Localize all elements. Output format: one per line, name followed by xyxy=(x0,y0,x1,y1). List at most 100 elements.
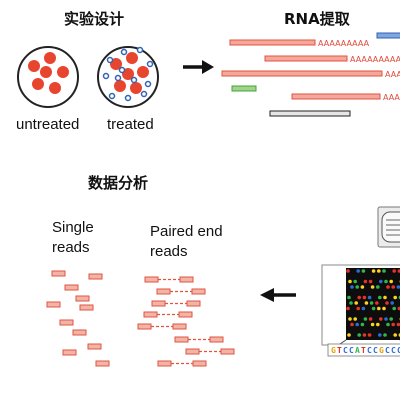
cluster-dot xyxy=(355,285,360,289)
single-read xyxy=(59,319,74,326)
cluster-dot xyxy=(376,285,380,289)
cluster-dot xyxy=(350,285,354,289)
cluster-dot xyxy=(377,269,381,273)
cluster-dot xyxy=(375,301,379,305)
sequencing-image-icon: GTCCATCCGCCCT xyxy=(321,264,400,357)
cluster-dot xyxy=(363,317,368,321)
cell xyxy=(49,82,61,94)
single-read xyxy=(87,343,102,350)
cell xyxy=(44,52,56,64)
untreated-dish xyxy=(17,46,79,108)
cluster-dot xyxy=(353,279,358,284)
cluster-dot xyxy=(396,322,400,327)
sequence-base: C xyxy=(373,346,378,355)
cluster-dot xyxy=(371,269,376,273)
polya-tail: AAAAAAAAA xyxy=(383,93,400,102)
cluster-dot xyxy=(396,285,400,289)
single-reads-label-line2: reads xyxy=(52,239,90,256)
treatment-dots xyxy=(102,46,154,102)
paired-read-left xyxy=(151,300,166,307)
cluster-dot xyxy=(350,322,354,327)
cluster-dot xyxy=(379,279,383,284)
cluster-dot xyxy=(360,322,365,327)
cluster-dot xyxy=(379,317,383,321)
cell xyxy=(28,60,40,72)
cluster-dot xyxy=(393,333,398,337)
cluster-dot xyxy=(356,306,361,311)
cluster-dot xyxy=(384,279,388,284)
mrna-fragment xyxy=(229,39,316,46)
experiment-design-title: 实验设计 xyxy=(64,10,124,28)
cluster-dot xyxy=(371,306,376,311)
cluster-dot xyxy=(349,301,353,305)
cluster-dot xyxy=(390,301,395,305)
cluster-dot xyxy=(369,301,374,305)
paired-read-right xyxy=(220,348,235,355)
cluster-dot xyxy=(389,317,394,321)
mrna-fragments xyxy=(221,32,400,117)
cluster-dot xyxy=(357,333,362,337)
cluster-dot xyxy=(362,333,367,337)
rna-extraction-title: RNA提取 xyxy=(284,10,351,28)
cluster-dot xyxy=(361,269,366,273)
cluster-dot xyxy=(348,279,352,284)
cluster-dot xyxy=(364,301,369,305)
cluster-dot xyxy=(361,306,366,311)
sequence-readout: GTCCATCCGCCCT xyxy=(331,346,400,355)
sequence-base: C xyxy=(397,346,400,355)
sequence-base: C xyxy=(343,346,348,355)
cluster-dot xyxy=(382,306,386,311)
single-read xyxy=(64,284,79,291)
treatment-dot xyxy=(120,48,128,56)
paired-read-right xyxy=(192,360,207,367)
cluster-dot xyxy=(354,301,359,305)
cluster-dot xyxy=(386,285,390,289)
paired-read-left xyxy=(144,276,159,283)
cluster-dot xyxy=(376,322,380,327)
cluster-dot xyxy=(385,301,389,305)
untreated-label: untreated xyxy=(16,116,79,133)
paired-read-left xyxy=(174,336,189,343)
cluster-dot xyxy=(378,333,382,337)
paired-end-reads xyxy=(137,276,235,367)
cell xyxy=(40,66,52,78)
cluster-dot xyxy=(368,279,373,284)
single-read xyxy=(51,270,66,277)
flow-cell-icon xyxy=(377,206,400,248)
cluster-dot xyxy=(346,306,350,311)
cell xyxy=(57,66,69,78)
cluster-dot xyxy=(389,279,394,284)
cluster-dot xyxy=(362,295,367,300)
single-reads xyxy=(46,270,110,367)
single-read xyxy=(62,349,77,356)
treatment-dot xyxy=(114,74,122,82)
treatment-dot xyxy=(140,90,148,98)
cluster-dot xyxy=(397,269,400,273)
cluster-dot xyxy=(391,322,396,327)
arrow-left-icon xyxy=(260,288,296,302)
cluster-dot xyxy=(392,306,397,311)
sequence-base: G xyxy=(379,346,384,355)
treatment-dot xyxy=(130,76,138,84)
treatment-dot xyxy=(136,46,144,54)
paired-read-right xyxy=(172,323,187,330)
cell xyxy=(137,66,149,78)
treatment-dot xyxy=(102,72,110,80)
cluster-dot xyxy=(383,295,387,300)
cell xyxy=(32,78,44,90)
cluster-dot xyxy=(363,279,368,284)
cluster-dot xyxy=(384,317,388,321)
sequence-base: T xyxy=(361,346,366,355)
paired-read-right xyxy=(191,288,206,295)
treated-label: treated xyxy=(107,116,154,133)
cluster-dot xyxy=(392,269,397,273)
cluster-dot xyxy=(383,333,387,337)
cluster-dot xyxy=(393,295,398,300)
treatment-dot xyxy=(108,92,116,100)
cluster-dot xyxy=(391,285,396,289)
single-read xyxy=(72,329,87,336)
cluster-dot xyxy=(382,269,386,273)
arrow-right-icon xyxy=(183,60,214,74)
mrna-fragment xyxy=(291,93,381,100)
